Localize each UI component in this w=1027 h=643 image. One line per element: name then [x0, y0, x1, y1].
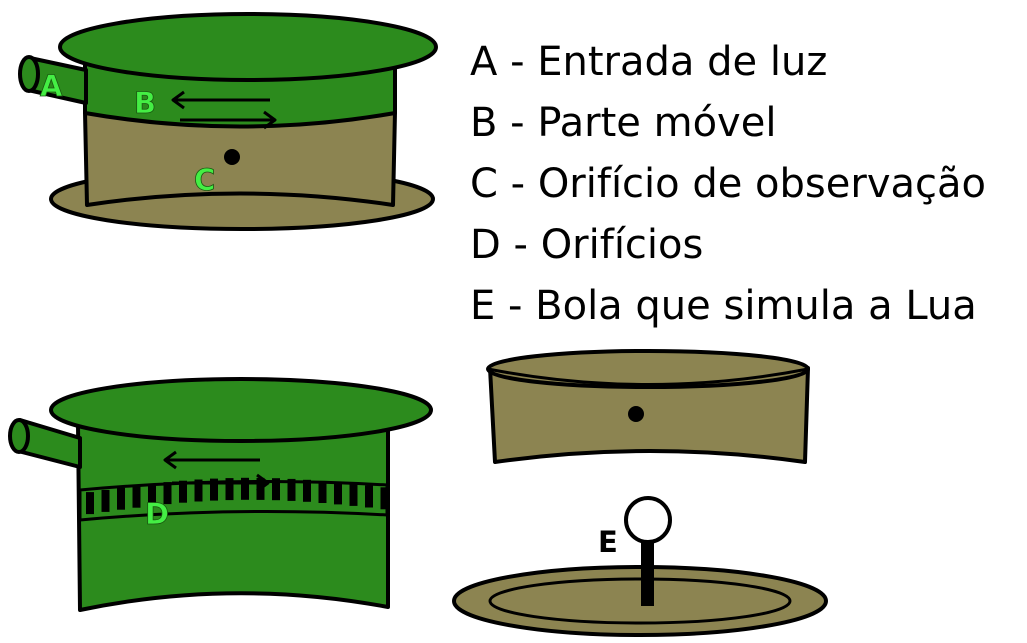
- label-b: B: [134, 86, 156, 120]
- band-hole: [210, 478, 218, 501]
- band-hole: [241, 477, 249, 500]
- legend-key: D: [470, 222, 501, 268]
- band-hole: [349, 483, 358, 506]
- box-body-lower: [83, 110, 397, 207]
- legend-item-e: E - Bola que simula a Lua: [470, 276, 986, 337]
- legend-separator: -: [500, 222, 541, 268]
- label-d: D: [145, 497, 169, 531]
- band-hole: [287, 478, 296, 501]
- base-plate-inner: [488, 577, 792, 625]
- legend-separator: -: [497, 161, 538, 207]
- observation-hole-c: [224, 149, 240, 165]
- separated-ring: [486, 349, 810, 464]
- band-hole: [179, 480, 187, 503]
- separated-ring-hole: [628, 406, 644, 422]
- legend-text: Parte móvel: [537, 100, 777, 146]
- legend-text: Orifícios: [540, 222, 704, 268]
- band-hole: [132, 485, 141, 508]
- legend-separator: -: [495, 283, 536, 329]
- legend-key: E: [470, 283, 496, 329]
- label-e: E: [598, 525, 618, 559]
- assembled-box-top: [18, 12, 438, 231]
- base-with-moon: [452, 496, 828, 637]
- holes-box-lid: [49, 377, 433, 443]
- band-hole: [365, 485, 373, 508]
- legend-text: Entrada de luz: [537, 39, 828, 85]
- separated-ring-body: [488, 366, 810, 464]
- band-hole: [194, 479, 203, 502]
- band-hole: [101, 489, 110, 512]
- legend-item-c: C - Orifício de observação: [470, 154, 986, 215]
- legend-key: B: [470, 100, 498, 146]
- box-with-holes: [8, 377, 433, 612]
- band-hole: [86, 492, 94, 515]
- holes-box-tube-opening: [8, 418, 30, 454]
- rotation-arrows-bottom: [163, 450, 270, 493]
- band-hole: [272, 478, 280, 501]
- legend-key: C: [470, 161, 498, 207]
- band-hole: [148, 483, 156, 506]
- band-hole: [225, 478, 234, 501]
- band-holes: [86, 477, 389, 515]
- legend-text: Bola que simula a Lua: [535, 283, 977, 329]
- separated-ring-top: [486, 349, 810, 389]
- label-c: C: [194, 163, 215, 197]
- holes-box-body: [76, 423, 390, 612]
- legend-item-d: D - Orifícios: [470, 215, 986, 276]
- legend-text: Orifício de observação: [537, 161, 986, 207]
- legend: A - Entrada de luz B - Parte móvel C - O…: [470, 32, 986, 337]
- legend-item-b: B - Parte móvel: [470, 93, 986, 154]
- legend-item-a: A - Entrada de luz: [470, 32, 986, 93]
- moon-stick: [641, 539, 654, 606]
- legend-separator: -: [497, 100, 538, 146]
- light-entry-tube-opening: [18, 55, 40, 93]
- band-hole: [303, 479, 311, 502]
- band-hole: [163, 482, 172, 505]
- band-hole: [380, 487, 389, 510]
- separated-ring-inner-edge: [487, 367, 809, 386]
- label-a: A: [40, 69, 63, 103]
- moon-ball-e: [624, 496, 672, 544]
- band-hole: [334, 482, 342, 505]
- box-lid: [58, 12, 438, 82]
- legend-separator: -: [497, 39, 538, 85]
- legend-key: A: [470, 39, 498, 85]
- rotation-arrows-top: [171, 90, 277, 130]
- band-hole: [318, 481, 327, 503]
- band-hole: [117, 487, 125, 510]
